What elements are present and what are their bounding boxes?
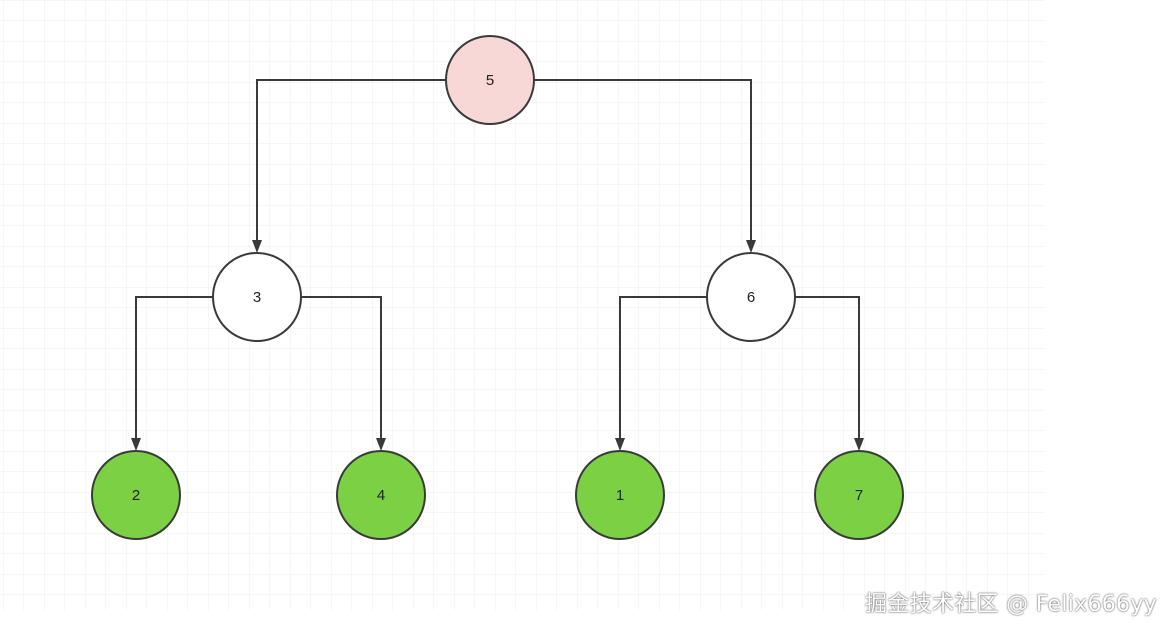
arrowheads (131, 240, 864, 451)
edge-6-to-1 (619, 296, 707, 439)
edge-6-to-7 (795, 296, 860, 439)
edge-5-to-3 (256, 79, 446, 241)
watermark: 掘金技术社区 @ Felix666yy (865, 592, 1157, 617)
node-label: 3 (253, 289, 261, 306)
tree-node-6: 6 (706, 252, 796, 342)
tree-node-2: 2 (91, 450, 181, 540)
node-label: 1 (616, 487, 624, 504)
node-circle (212, 252, 302, 342)
tree-node-7: 7 (814, 450, 904, 540)
edges (135, 79, 860, 439)
tree-node-5: 5 (445, 35, 535, 125)
node-label: 5 (486, 72, 494, 89)
edge-3-to-4-arrowhead (376, 438, 386, 451)
node-label: 7 (855, 487, 863, 504)
node-circle (445, 35, 535, 125)
nodes: 5 3 6 2 4 1 7 (91, 35, 904, 540)
edge-5-to-3-arrowhead (252, 240, 262, 253)
edge-5-to-6 (534, 79, 752, 241)
node-circle (706, 252, 796, 342)
node-circle (336, 450, 426, 540)
node-circle (575, 450, 665, 540)
tree-node-4: 4 (336, 450, 426, 540)
node-label: 4 (377, 487, 385, 504)
node-circle (91, 450, 181, 540)
node-label: 6 (747, 289, 755, 306)
edge-6-to-1-arrowhead (615, 438, 625, 451)
edge-3-to-2-arrowhead (131, 438, 141, 451)
edge-3-to-2 (135, 296, 213, 439)
node-circle (814, 450, 904, 540)
edge-5-to-6-arrowhead (746, 240, 756, 253)
node-label: 2 (132, 487, 140, 504)
edge-3-to-4 (301, 296, 382, 439)
tree-node-1: 1 (575, 450, 665, 540)
tree-node-3: 3 (212, 252, 302, 342)
edge-6-to-7-arrowhead (854, 438, 864, 451)
